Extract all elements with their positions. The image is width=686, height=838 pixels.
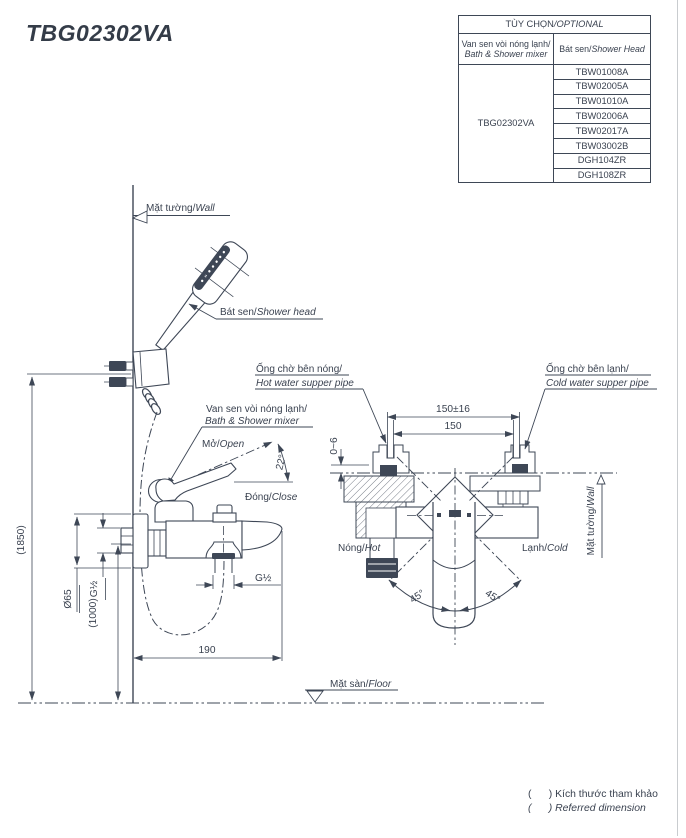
mixer-body-side xyxy=(120,462,283,573)
svg-text:45°: 45° xyxy=(483,588,502,606)
hot-label: Nóng/Hot xyxy=(338,543,381,554)
shower-head-label: Bát sen/Shower head xyxy=(188,303,323,320)
svg-text:Van sen vòi nóng lạnh/: Van sen vòi nóng lạnh/ xyxy=(206,404,307,415)
cold-label: Lạnh/Cold xyxy=(522,543,568,554)
svg-text:0~6: 0~6 xyxy=(329,437,340,455)
dim-pipe-spacing-tolerance: 150±16 xyxy=(387,404,520,420)
svg-text:Hot water supper pipe: Hot water supper pipe xyxy=(256,378,354,389)
svg-text:Ø65: Ø65 xyxy=(63,589,74,609)
dim-shower-height: (1850) xyxy=(16,373,131,701)
hot-pipe-end xyxy=(366,558,398,578)
spout-wing xyxy=(241,520,283,551)
hand-shower xyxy=(155,241,250,352)
wall-top-label: Mặt tường/Wall xyxy=(131,203,230,224)
mixer-code-cell: TBG02302VA xyxy=(458,63,554,184)
dim-spout-thread: G½ xyxy=(196,573,281,589)
dim-wall-thread: G½ xyxy=(89,513,120,600)
shower-head-cell: DGH108ZR xyxy=(553,167,651,184)
front-view: 150±16 150 0~6 Ống chờ bên nóng/ Hot wat… xyxy=(255,361,657,645)
legend-line-en: ( ) Referred dimension xyxy=(528,802,646,814)
col-header-mixer: Van sen vòi nóng lạnh/Bath & Shower mixe… xyxy=(458,33,554,65)
svg-text:Mặt sàn/Floor: Mặt sàn/Floor xyxy=(330,679,392,690)
handle-lever xyxy=(155,462,237,502)
shower-bracket xyxy=(104,348,170,389)
wall-right-label: Mặt tường/Wall xyxy=(586,473,606,558)
svg-text:G½: G½ xyxy=(89,580,100,597)
side-view: Mặt tường/Wall Mặt sàn/Floor xyxy=(16,185,545,704)
svg-text:22°: 22° xyxy=(274,454,288,472)
svg-text:(1000): (1000) xyxy=(88,598,99,627)
col-header-shower-head: Bát sen/Shower Head xyxy=(553,33,651,65)
screw-icon xyxy=(109,377,126,387)
svg-text:Bát sen/Shower head: Bát sen/Shower head xyxy=(220,307,316,318)
svg-text:Cold water supper pipe: Cold water supper pipe xyxy=(546,378,649,389)
svg-text:(1850): (1850) xyxy=(16,525,27,554)
dim-mixer-height: (1000) xyxy=(88,543,131,701)
svg-text:150±16: 150±16 xyxy=(436,404,470,415)
wall-flange xyxy=(132,513,149,569)
wall-connector xyxy=(120,527,134,554)
product-code-title: TBG02302VA xyxy=(26,20,174,46)
hose-coil xyxy=(141,388,162,415)
handle-front xyxy=(432,502,476,629)
dim-flange-diameter: Ø65 xyxy=(63,513,131,613)
svg-text:Bath & Shower mixer: Bath & Shower mixer xyxy=(205,416,300,427)
floor: Mặt sàn/Floor xyxy=(18,679,545,704)
reference-legend: ( ) Kích thước tham khảo ( ) Referred di… xyxy=(528,788,658,815)
svg-text:Ống chờ bên lạnh/: Ống chờ bên lạnh/ xyxy=(546,361,629,375)
mixer-valve-label: Van sen vòi nóng lạnh/ Bath & Shower mix… xyxy=(166,404,313,487)
svg-text:G½: G½ xyxy=(255,573,272,584)
table-row: TBG02302VA TBW01008A xyxy=(458,63,651,184)
shower-hose xyxy=(139,411,225,636)
svg-text:Mặt tường/Wall: Mặt tường/Wall xyxy=(586,486,597,555)
cold-supply-fitting xyxy=(504,444,536,474)
dim-wall-protrusion: 0~6 xyxy=(329,437,369,489)
connection-nut xyxy=(147,529,167,557)
svg-text:Ống chờ bên nóng/: Ống chờ bên nóng/ xyxy=(256,361,342,375)
svg-text:150: 150 xyxy=(445,421,462,432)
dim-spout-reach: 190 xyxy=(133,531,283,661)
svg-text:Đóng/Close: Đóng/Close xyxy=(245,492,298,503)
legend-line-vi: ( ) Kích thước tham khảo xyxy=(528,789,658,800)
page-border-line xyxy=(677,0,678,836)
table-row: DGH108ZR xyxy=(459,167,651,184)
optional-parts-table: TÙY CHỌN/OPTIONAL Van sen vòi nóng lạnh/… xyxy=(458,15,651,184)
hot-pipe-label: Ống chờ bên nóng/ Hot water supper pipe xyxy=(255,361,387,444)
screw-icon xyxy=(109,361,126,371)
cold-pipe-label: Ống chờ bên lạnh/ Cold water supper pipe xyxy=(524,361,657,450)
mixer-body-front xyxy=(343,456,541,645)
ground-symbol-icon xyxy=(306,690,324,703)
hot-supply-fitting xyxy=(372,444,410,476)
svg-text:Mặt tường/Wall: Mặt tường/Wall xyxy=(146,203,215,214)
svg-text:45°: 45° xyxy=(408,588,427,606)
svg-text:190: 190 xyxy=(199,645,216,656)
svg-text:Mở/Open: Mở/Open xyxy=(202,438,245,450)
dim-pipe-spacing: 150 xyxy=(393,421,514,437)
